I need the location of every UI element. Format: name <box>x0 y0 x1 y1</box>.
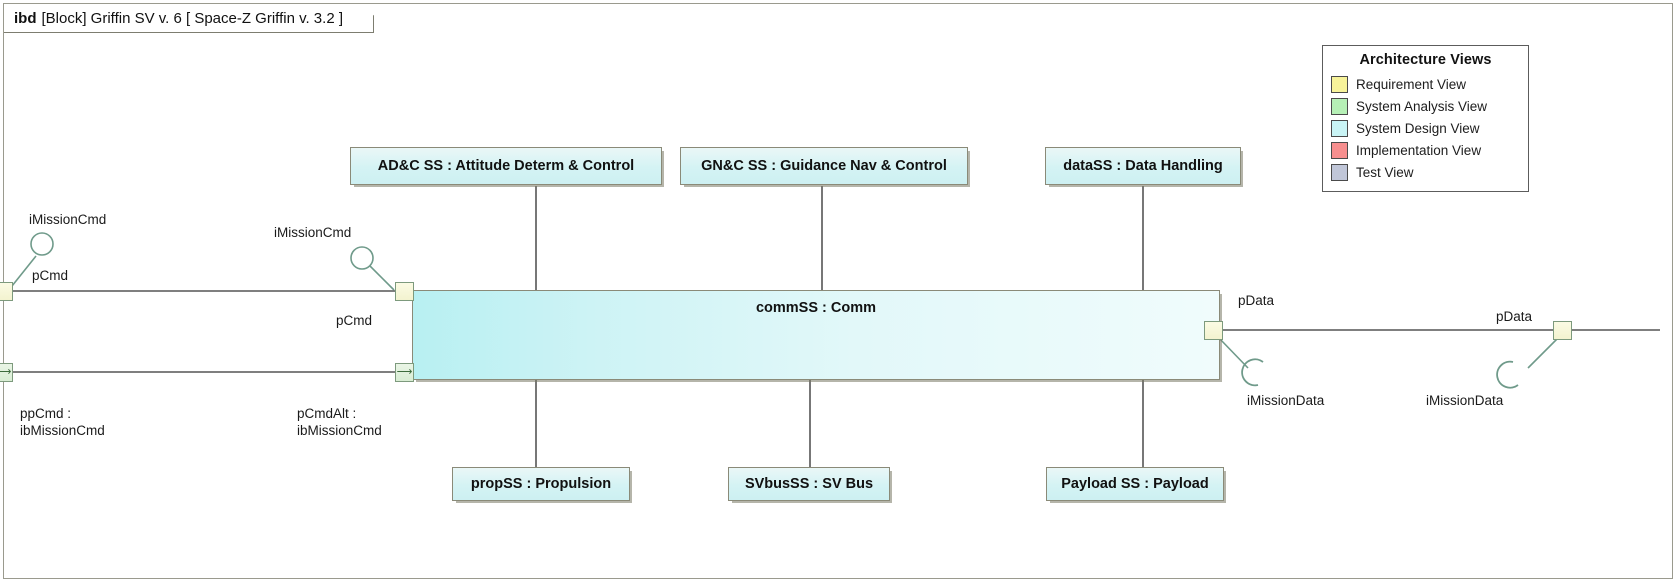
port-comm-pcmd[interactable] <box>395 282 414 301</box>
block-gnc-label: GN&C SS : Guidance Nav & Control <box>701 158 947 174</box>
block-adc-label: AD&C SS : Attitude Determ & Control <box>377 158 635 174</box>
block-comm-label: commSS : Comm <box>755 300 877 316</box>
label-iface-inner-imissiondata: iMissionData <box>1247 393 1325 408</box>
label-port-pdata-outer: pData <box>1496 309 1533 324</box>
legend-architecture-views: Architecture Views Requirement View Syst… <box>1322 45 1529 192</box>
block-adc[interactable]: AD&C SS : Attitude Determ & Control <box>350 147 662 185</box>
port-boundary-pdata[interactable] <box>1553 321 1572 340</box>
legend-swatch-requirement-view <box>1331 75 1348 93</box>
block-comm[interactable]: commSS : Comm <box>412 290 1220 380</box>
legend-title: Architecture Views <box>1359 52 1492 68</box>
label-iface-left-imissioncmd: iMissionCmd <box>29 212 107 227</box>
block-payload-label: Payload SS : Payload <box>1061 476 1209 492</box>
block-gnc[interactable]: GN&C SS : Guidance Nav & Control <box>680 147 968 185</box>
diagram-kind-keyword: ibd <box>14 9 37 27</box>
legend-label-system-analysis-view: System Analysis View <box>1356 98 1488 114</box>
legend-row-test-view: Test View <box>1331 161 1520 183</box>
block-sv-bus-label: SVbusSS : SV Bus <box>744 476 874 492</box>
legend-swatch-system-design-view <box>1331 119 1348 137</box>
legend-row-requirement-view: Requirement View <box>1331 73 1520 95</box>
flow-direction-arrow-in: ⟶ <box>0 366 12 378</box>
label-port-left-ppcmd: ppCmd : ibMissionCmd <box>20 406 105 438</box>
legend-label-system-design-view: System Design View <box>1356 120 1480 136</box>
port-comm-pdata[interactable] <box>1204 321 1223 340</box>
port-comm-pcmdalt[interactable]: ⟶ <box>395 363 414 382</box>
port-boundary-pcmd[interactable] <box>0 282 13 301</box>
label-iface-mid-imissioncmd: iMissionCmd <box>274 225 352 240</box>
legend-swatch-system-analysis-view <box>1331 97 1348 115</box>
flow-direction-arrow-in-alt: ⟶ <box>396 366 413 378</box>
legend-label-requirement-view: Requirement View <box>1356 76 1467 92</box>
label-iface-outer-imissiondata: iMissionData <box>1426 393 1504 408</box>
block-propulsion-label: propSS : Propulsion <box>470 476 612 492</box>
legend-swatch-test-view <box>1331 163 1348 181</box>
legend-row-system-design-view: System Design View <box>1331 117 1520 139</box>
block-propulsion[interactable]: propSS : Propulsion <box>452 467 630 501</box>
port-boundary-ppcmd[interactable]: ⟶ <box>0 363 13 382</box>
label-port-mid-pcmdalt: pCmdAlt : ibMissionCmd <box>297 406 382 438</box>
legend-row-system-analysis-view: System Analysis View <box>1331 95 1520 117</box>
block-payload[interactable]: Payload SS : Payload <box>1046 467 1224 501</box>
legend-row-implementation-view: Implementation View <box>1331 139 1520 161</box>
label-port-left-pcmd: pCmd <box>32 268 69 283</box>
block-data-handling-label: dataSS : Data Handling <box>1063 158 1223 174</box>
diagram-header-tab: ibd [Block] Griffin SV v. 6 [ Space-Z Gr… <box>4 4 374 33</box>
legend-label-test-view: Test View <box>1356 164 1414 180</box>
diagram-header-text: [Block] Griffin SV v. 6 [ Space-Z Griffi… <box>41 9 343 27</box>
label-port-pdata-inner: pData <box>1238 293 1275 308</box>
legend-label-implementation-view: Implementation View <box>1356 142 1482 158</box>
label-port-mid-pcmd: pCmd <box>336 313 373 328</box>
legend-swatch-implementation-view <box>1331 141 1348 159</box>
block-sv-bus[interactable]: SVbusSS : SV Bus <box>728 467 890 501</box>
block-data-handling[interactable]: dataSS : Data Handling <box>1045 147 1241 185</box>
